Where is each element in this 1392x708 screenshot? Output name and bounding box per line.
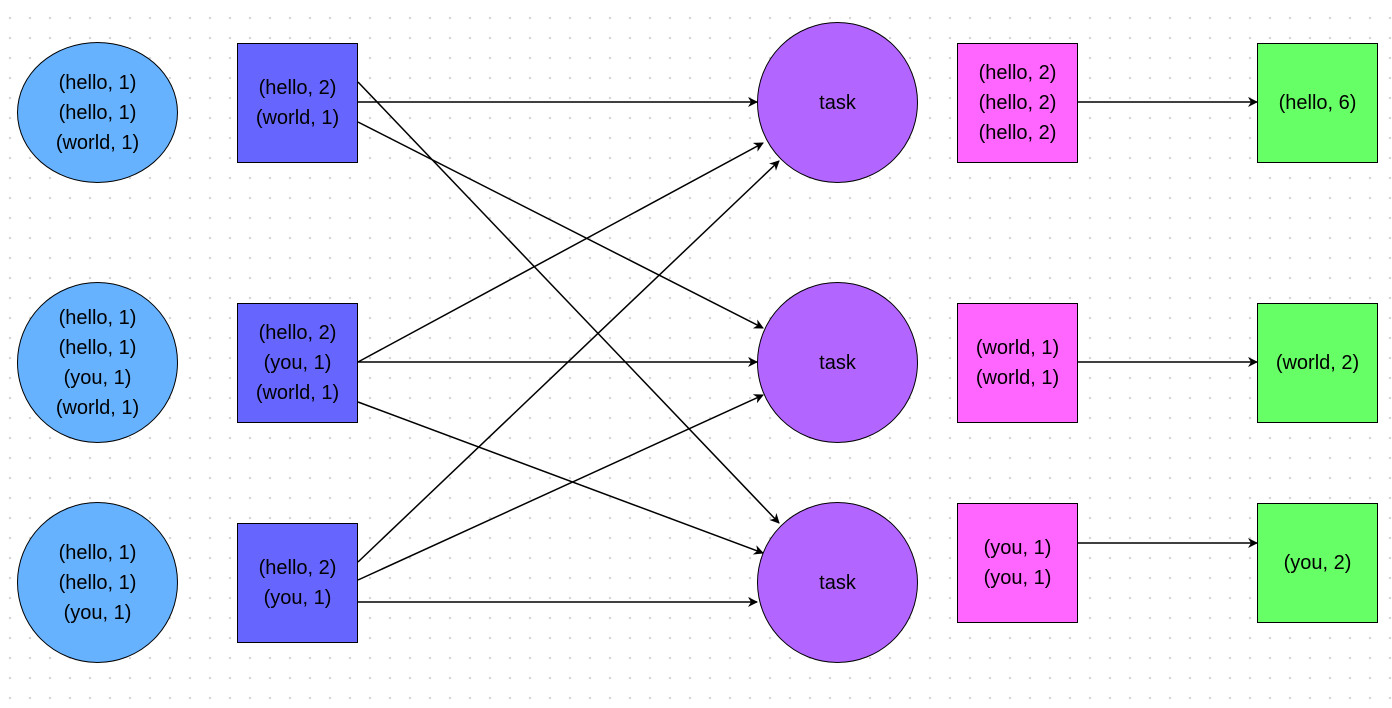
node-line: (hello, 1) bbox=[58, 571, 137, 594]
node-line: (hello, 1) bbox=[58, 336, 137, 359]
node-line: (hello, 1) bbox=[58, 71, 137, 94]
node-line: (you, 1) bbox=[983, 567, 1052, 589]
node-line: (you, 1) bbox=[983, 537, 1052, 559]
node-line: task bbox=[819, 571, 856, 594]
input-node-3: (hello, 1) (hello, 1) (you, 1) bbox=[17, 502, 178, 663]
task-node-3: task bbox=[757, 502, 918, 663]
node-line: (hello, 1) bbox=[58, 306, 137, 329]
node-line: (hello, 2) bbox=[978, 92, 1057, 114]
task-node-2: task bbox=[757, 282, 918, 443]
grouped-box-1: (hello, 2) (hello, 2) (hello, 2) bbox=[957, 43, 1078, 163]
grouped-box-3: (you, 1) (you, 1) bbox=[957, 503, 1078, 623]
map-output-box-2: (hello, 2) (you, 1) (world, 1) bbox=[237, 303, 358, 423]
node-line: (hello, 6) bbox=[1278, 92, 1357, 114]
node-line: (you, 2) bbox=[1283, 552, 1352, 574]
node-line: (hello, 1) bbox=[58, 541, 137, 564]
map-to-task-edge bbox=[357, 401, 764, 555]
map-to-task-edge bbox=[357, 394, 764, 581]
map-to-task-edge bbox=[357, 142, 764, 363]
input-node-1: (hello, 1) (hello, 1) (world, 1) bbox=[17, 42, 178, 183]
node-line: (hello, 2) bbox=[978, 62, 1057, 84]
result-box-2: (world, 2) bbox=[1257, 303, 1378, 423]
node-line: (world, 2) bbox=[1275, 352, 1360, 374]
result-box-3: (you, 2) bbox=[1257, 503, 1378, 623]
node-line: (world, 1) bbox=[255, 382, 340, 404]
node-line: (world, 1) bbox=[975, 337, 1060, 359]
node-line: (you, 1) bbox=[63, 601, 132, 624]
result-box-1: (hello, 6) bbox=[1257, 43, 1378, 163]
node-line: (you, 1) bbox=[263, 352, 332, 374]
map-output-box-1: (hello, 2) (world, 1) bbox=[237, 43, 358, 163]
node-line: (you, 1) bbox=[263, 587, 332, 609]
node-line: (world, 1) bbox=[55, 396, 140, 419]
grouped-box-2: (world, 1) (world, 1) bbox=[957, 303, 1078, 423]
map-to-task-edge bbox=[357, 81, 780, 524]
node-line: task bbox=[819, 351, 856, 374]
node-line: (hello, 2) bbox=[978, 122, 1057, 144]
node-line: task bbox=[819, 91, 856, 114]
input-node-2: (hello, 1) (hello, 1) (you, 1) (world, 1… bbox=[17, 282, 178, 443]
node-line: (hello, 1) bbox=[58, 101, 137, 124]
node-line: (world, 1) bbox=[55, 131, 140, 154]
node-line: (you, 1) bbox=[63, 366, 132, 389]
node-line: (hello, 2) bbox=[258, 322, 337, 344]
node-line: (hello, 2) bbox=[258, 77, 337, 99]
map-to-task-edge bbox=[357, 121, 764, 329]
node-line: (world, 1) bbox=[255, 107, 340, 129]
node-line: (world, 1) bbox=[975, 367, 1060, 389]
node-line: (hello, 2) bbox=[258, 557, 337, 579]
map-to-task-edge bbox=[357, 160, 780, 563]
map-output-box-3: (hello, 2) (you, 1) bbox=[237, 523, 358, 643]
task-node-1: task bbox=[757, 22, 918, 183]
